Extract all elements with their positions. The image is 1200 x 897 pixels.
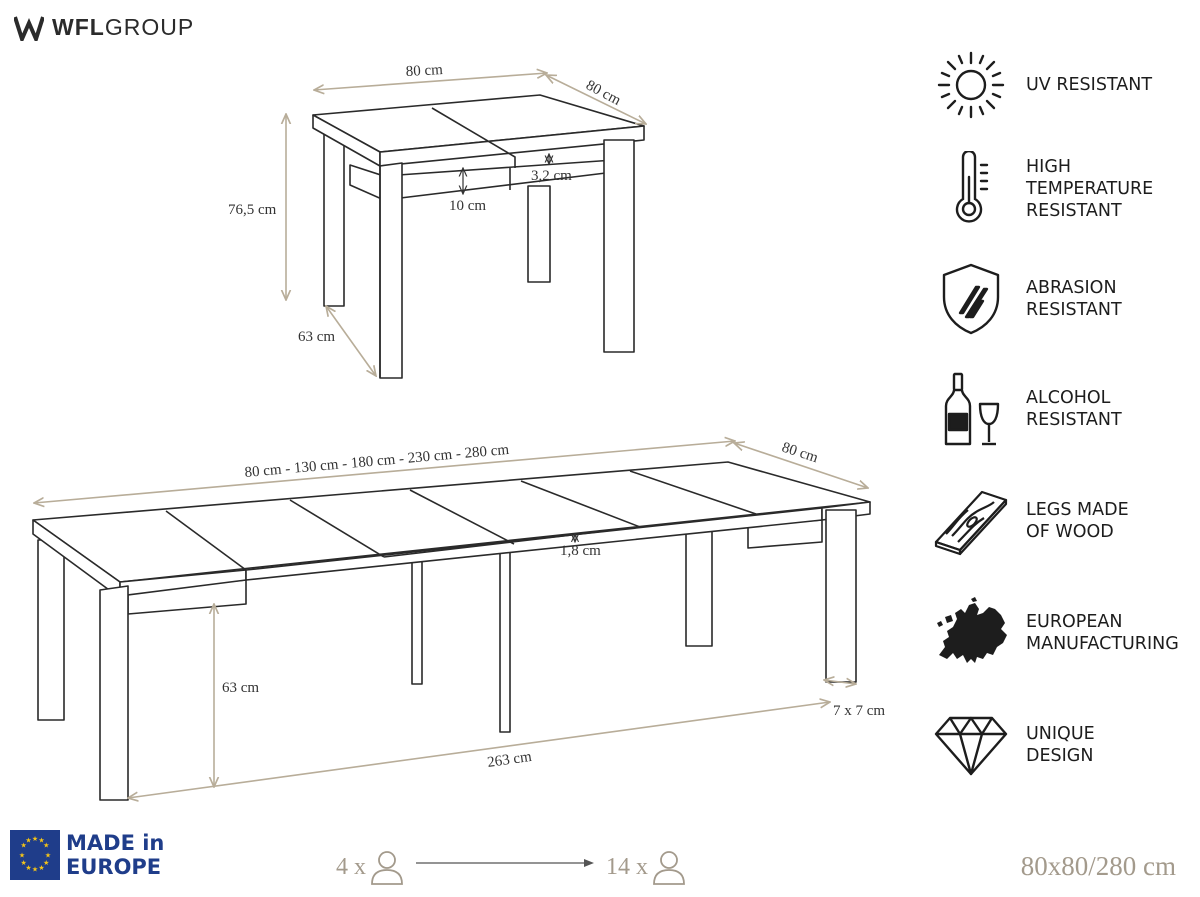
svg-text:★: ★ (25, 864, 31, 872)
apron-label: 10 cm (449, 198, 486, 214)
diamond-icon (934, 716, 1008, 776)
small-table-dimensions (286, 73, 646, 376)
capacity-from-label: 4 x (336, 853, 366, 880)
top-thickness-label: 3,2 cm (531, 168, 572, 184)
small-table-drawing (312, 94, 645, 379)
svg-text:★: ★ (43, 859, 49, 867)
leg-size-label: 7 x 7 cm (833, 703, 885, 719)
svg-text:★: ★ (43, 842, 49, 850)
small-width-label: 80 cm (405, 62, 443, 80)
person-icon (653, 851, 685, 885)
eu-flag-icon: ★★★ ★★★ ★★★ ★★★ (10, 830, 60, 880)
sun-icon (937, 51, 1005, 119)
extended-lengths-label: 80 cm - 130 cm - 180 cm - 230 cm - 280 c… (244, 442, 510, 481)
svg-text:★: ★ (19, 852, 25, 860)
capacity-from: 4 x (336, 848, 406, 886)
clearance-height-label: 63 cm (222, 680, 259, 696)
small-depth-label: 80 cm (583, 77, 624, 109)
wood-plank-icon (934, 490, 1008, 556)
wfl-logo-icon (14, 15, 44, 41)
small-height-label: 76,5 cm (228, 202, 277, 218)
svg-text:★: ★ (45, 852, 51, 860)
shield-scratch-icon (942, 263, 1000, 335)
europe-map-icon (937, 597, 1007, 663)
capacity-arrow (416, 859, 594, 867)
svg-text:★: ★ (25, 837, 31, 845)
leaf-thickness-label: 1,8 cm (560, 543, 601, 559)
svg-text:★: ★ (32, 835, 38, 843)
feature-uv: UV RESISTANT (930, 44, 1196, 126)
brand-logo: WFLGROUP (14, 14, 194, 41)
capacity-to: 14 x (606, 848, 688, 886)
leg-span-label: 263 cm (486, 749, 533, 771)
extended-table-drawing (32, 461, 871, 801)
extended-table-dimensions (34, 441, 868, 798)
thermometer-icon (955, 151, 989, 223)
svg-text:★: ★ (32, 866, 38, 874)
svg-text:★: ★ (21, 842, 27, 850)
capacity-to-label: 14 x (606, 853, 648, 880)
extended-depth-label: 80 cm (780, 440, 821, 467)
small-leg-label: 63 cm (298, 329, 335, 345)
size-note: 80x80/280 cm (1020, 851, 1176, 881)
svg-text:★: ★ (38, 864, 44, 872)
brand-name: WFLGROUP (52, 14, 195, 40)
svg-text:★: ★ (21, 859, 27, 867)
svg-text:★: ★ (38, 837, 44, 845)
wine-bottle-glass-icon (944, 372, 1000, 446)
person-icon (371, 851, 403, 885)
